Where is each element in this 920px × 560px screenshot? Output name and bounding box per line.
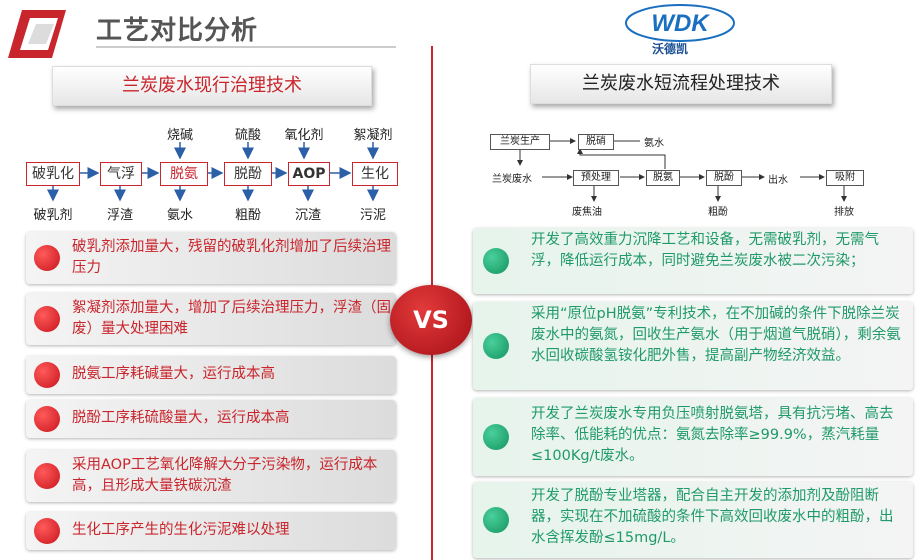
advantage-text: 开发了兰炭废水专用负压喷射脱氨塔，具有抗污堵、高去除率、低能耗的优点：氨氮去除率… bbox=[531, 406, 894, 464]
process-box-deammonia: 脱氨 bbox=[646, 170, 680, 186]
right-section-heading: 兰炭废水短流程处理技术 bbox=[530, 64, 832, 104]
advantage-item: 开发了高效重力沉降工艺和设备，无需破乳剂，无需气浮，降低运行成本，同时避免兰炭废… bbox=[473, 228, 913, 294]
process-label-coke-oil: 废焦油 bbox=[572, 207, 602, 218]
brand-logo-text: WDK bbox=[651, 10, 710, 37]
flow-bottom-label: 破乳剂 bbox=[33, 208, 73, 223]
bullet-dot-icon bbox=[34, 306, 60, 332]
bullet-dot-icon bbox=[483, 507, 509, 533]
bullet-dot-icon bbox=[34, 518, 60, 544]
flow-top-label: 硫酸 bbox=[234, 128, 261, 143]
flow-bottom-label: 浮渣 bbox=[106, 208, 133, 223]
flow-arrows bbox=[47, 142, 379, 202]
brand-logo: WDK bbox=[622, 2, 742, 58]
vs-badge: VS bbox=[390, 285, 472, 355]
flow-box-deammonia: 脱氨 bbox=[160, 162, 208, 186]
issue-text: 絮凝剂添加量大，增加了后续治理压力，浮渣（固废）量大处理困难 bbox=[72, 300, 391, 337]
flow-box-flotation: 气浮 bbox=[100, 162, 142, 186]
issue-item: 脱酚工序耗硫酸量大，运行成本高 bbox=[26, 400, 396, 438]
issue-text: 破乳剂添加量大，残留的破乳化剂增加了后续治理压力 bbox=[72, 239, 391, 276]
brand-name: 沃德凯 bbox=[652, 42, 689, 56]
process-box-pretreat: 预处理 bbox=[573, 170, 619, 186]
issue-text: 生化工序产生的生化污泥难以处理 bbox=[72, 522, 290, 538]
process-label-ammonia-water: 氨水 bbox=[644, 138, 664, 149]
issue-item: 生化工序产生的生化污泥难以处理 bbox=[26, 512, 396, 550]
page-title: 工艺对比分析 bbox=[96, 16, 259, 46]
title-underline bbox=[96, 46, 396, 48]
process-box-production: 兰炭生产 bbox=[490, 134, 550, 150]
process-box-denitration: 脱硝 bbox=[578, 134, 614, 150]
section-logo-icon bbox=[8, 8, 68, 60]
bullet-dot-icon bbox=[34, 245, 60, 271]
process-label-wastewater: 兰炭废水 bbox=[492, 174, 532, 185]
bullet-dot-icon bbox=[34, 362, 60, 388]
process-label-discharge: 排放 bbox=[834, 207, 854, 218]
process-label-effluent: 出水 bbox=[768, 175, 788, 186]
issue-item: 破乳剂添加量大，残留的破乳化剂增加了后续治理压力 bbox=[26, 232, 396, 284]
flow-bottom-label: 污泥 bbox=[359, 208, 386, 223]
left-section-heading: 兰炭废水现行治理技术 bbox=[52, 66, 372, 106]
flow-top-label: 烧碱 bbox=[166, 128, 193, 143]
process-box-adsorb: 吸附 bbox=[826, 170, 864, 186]
advantage-item: 采用“原位pH脱氨”专利技术，在不加碱的条件下脱除兰炭废水中的氨氮，回收生产氨水… bbox=[473, 302, 913, 390]
flow-bottom-label: 粗酚 bbox=[234, 208, 261, 223]
issue-item: 絮凝剂添加量大，增加了后续治理压力，浮渣（固废）量大处理困难 bbox=[26, 293, 396, 345]
process-arrows bbox=[517, 138, 847, 202]
issue-text: 脱氨工序耗碱量大，运行成本高 bbox=[72, 366, 275, 382]
bullet-dot-icon bbox=[34, 463, 60, 489]
bullet-dot-icon bbox=[483, 424, 509, 450]
issue-item: 脱氨工序耗碱量大，运行成本高 bbox=[26, 356, 396, 394]
flow-box-biochem: 生化 bbox=[352, 162, 398, 186]
flow-box-demulsify: 破乳化 bbox=[26, 162, 80, 186]
issue-text: 采用AOP工艺氧化降解大分子污染物，运行成本高，且形成大量铁碳沉渣 bbox=[72, 457, 378, 494]
flow-box-aop: AOP bbox=[288, 162, 330, 186]
process-box-dephenol: 脱酚 bbox=[706, 170, 742, 186]
flow-bottom-label: 沉渣 bbox=[294, 208, 321, 223]
advantage-item: 开发了脱酚专业塔器，配合自主开发的添加剂及酚阻断器，实现在不加硫酸的条件下高效回… bbox=[473, 482, 913, 558]
flow-top-label: 氧化剂 bbox=[284, 128, 324, 143]
process-label-crude-phenol: 粗酚 bbox=[708, 207, 728, 218]
bullet-dot-icon bbox=[483, 248, 509, 274]
advantage-item: 开发了兰炭废水专用负压喷射脱氨塔，具有抗污堵、高去除率、低能耗的优点：氨氮去除率… bbox=[473, 398, 913, 476]
bullet-dot-icon bbox=[483, 333, 509, 359]
flow-box-dephenol: 脱酚 bbox=[224, 162, 272, 186]
advantage-text: 开发了脱酚专业塔器，配合自主开发的添加剂及酚阻断器，实现在不加硫酸的条件下高效回… bbox=[531, 488, 894, 546]
flow-bottom-label: 氨水 bbox=[166, 208, 193, 223]
advantage-text: 开发了高效重力沉降工艺和设备，无需破乳剂，无需气浮，降低运行成本，同时避免兰炭废… bbox=[531, 232, 879, 269]
bullet-dot-icon bbox=[34, 406, 60, 432]
issue-item: 采用AOP工艺氧化降解大分子污染物，运行成本高，且形成大量铁碳沉渣 bbox=[26, 450, 396, 502]
issue-text: 脱酚工序耗硫酸量大，运行成本高 bbox=[72, 410, 290, 426]
advantage-text: 采用“原位pH脱氨”专利技术，在不加碱的条件下脱除兰炭废水中的氨氮，回收生产氨水… bbox=[531, 306, 901, 364]
flow-top-label: 絮凝剂 bbox=[353, 128, 393, 143]
